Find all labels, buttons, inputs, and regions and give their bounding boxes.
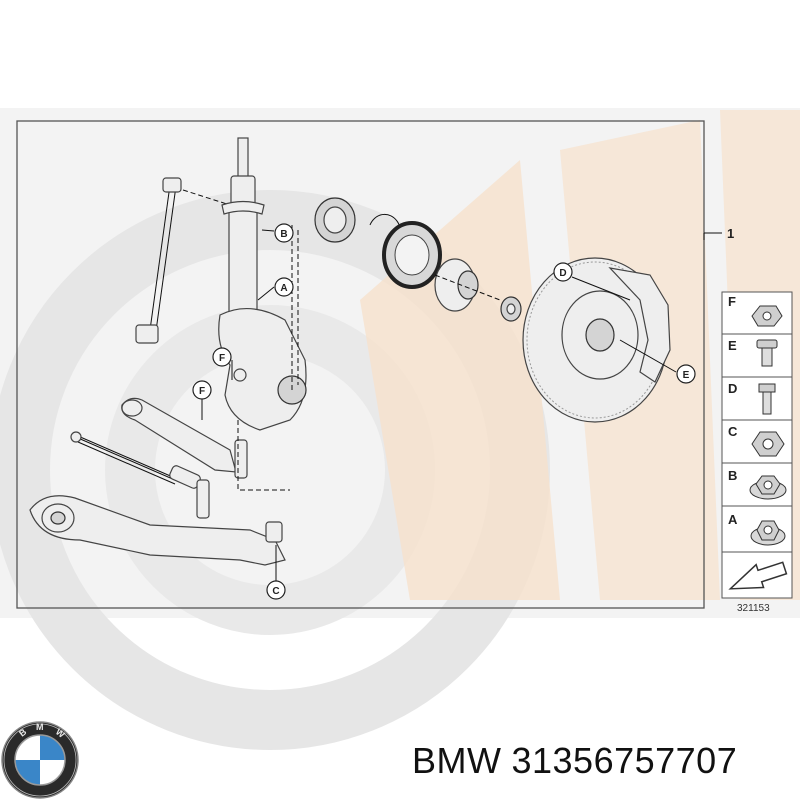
- callout-f-upper: F: [212, 347, 232, 367]
- hub-nut: [500, 296, 522, 322]
- callout-e: E: [676, 364, 696, 384]
- lower-control-arm: [29, 495, 286, 566]
- svg-text:A: A: [728, 512, 738, 527]
- strut: [221, 137, 265, 317]
- wheel-hub: [434, 258, 501, 312]
- svg-text:B: B: [280, 229, 287, 240]
- callout-a: A: [274, 277, 294, 297]
- tie-rod: [70, 431, 210, 519]
- svg-text:E: E: [728, 338, 737, 353]
- svg-text:F: F: [199, 386, 205, 397]
- brand-name: BMW: [412, 740, 502, 781]
- legend-row-a: A: [728, 512, 786, 546]
- svg-text:E: E: [683, 370, 690, 381]
- part-number: 31356757707: [511, 740, 738, 781]
- legend-row-e: E: [728, 338, 778, 367]
- watermark: [0, 108, 800, 750]
- legend-row-c: C: [728, 424, 785, 457]
- legend-row-f: F: [728, 294, 783, 327]
- callout-b: B: [274, 223, 294, 243]
- collar-bolt-icon: [756, 339, 778, 367]
- diagram-number: 321153: [737, 603, 770, 614]
- diagram-frame: [16, 120, 705, 609]
- stabilizer-link: [135, 177, 231, 344]
- svg-text:C: C: [728, 424, 738, 439]
- svg-text:M: M: [36, 722, 44, 732]
- thrust-arm: [121, 397, 290, 491]
- seal-ring: [382, 221, 442, 289]
- flange-nut-icon: [750, 520, 786, 546]
- hex-flange-nut-icon: [751, 305, 783, 327]
- direction-arrow-icon: [728, 561, 788, 590]
- svg-text:B: B: [17, 726, 29, 738]
- svg-text:D: D: [728, 381, 737, 396]
- svg-text:A: A: [280, 283, 287, 294]
- svg-text:F: F: [219, 353, 225, 364]
- svg-text:C: C: [272, 586, 279, 597]
- svg-text:B: B: [728, 468, 737, 483]
- svg-text:F: F: [728, 294, 736, 309]
- leader-lines: [201, 229, 722, 582]
- flange-nut-icon: [749, 475, 787, 500]
- callout-f-lower: F: [192, 380, 212, 400]
- parts-legend: F E D C: [721, 291, 793, 599]
- bmw-logo: B M W: [1, 721, 79, 799]
- wheel-bearing: [314, 197, 356, 243]
- hex-bolt-icon: [758, 383, 776, 415]
- callout-c: C: [266, 580, 286, 600]
- svg-text:D: D: [559, 268, 566, 279]
- self-locking-nut-icon: [751, 431, 785, 457]
- main-callout-number: 1: [727, 226, 734, 241]
- brake-disc: [522, 257, 671, 423]
- legend-row-d: D: [728, 381, 776, 415]
- callout-d: D: [553, 262, 573, 282]
- legend-row-b: B: [728, 468, 787, 500]
